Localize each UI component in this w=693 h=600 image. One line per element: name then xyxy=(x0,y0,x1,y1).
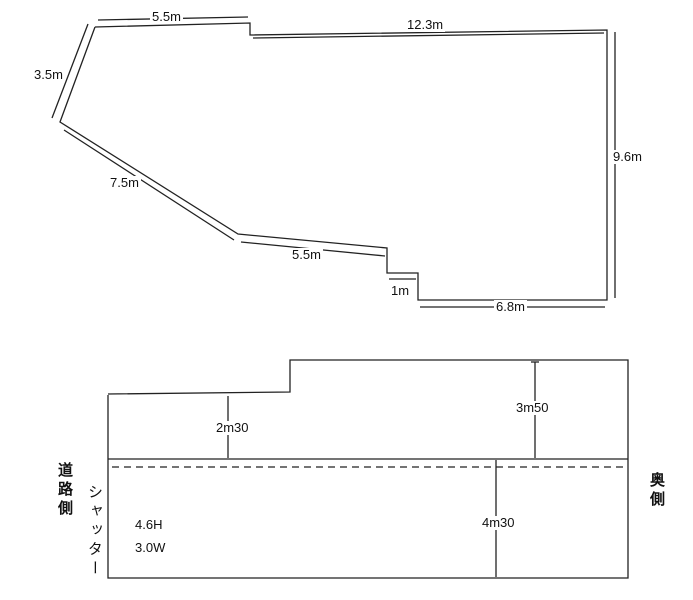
dim-bottom-middle: 5.5m xyxy=(290,247,323,262)
dim-left-short: 3.5m xyxy=(32,67,65,82)
shutter-label: シャッター xyxy=(86,484,103,579)
dim-step: 1m xyxy=(389,283,412,298)
dim-top-right: 12.3m xyxy=(405,17,446,32)
shutter-size-w: 3.0W xyxy=(133,540,168,555)
dim-low-height: 2m30 xyxy=(214,420,251,435)
dim-bottom-right: 6.8m xyxy=(494,299,527,314)
dim-right: 9.6m xyxy=(611,149,644,164)
dim-top-left: 5.5m xyxy=(150,9,183,24)
dim-left-diagonal: 7.5m xyxy=(108,175,141,190)
dim-arrow xyxy=(252,32,605,39)
section-outline xyxy=(107,359,629,579)
back-side-label: 奥側 xyxy=(648,472,665,510)
dim-arrow xyxy=(63,129,235,241)
road-side-label: 道路側 xyxy=(56,462,73,519)
floor-plan-outline xyxy=(59,22,608,301)
dim-arrow xyxy=(51,23,89,119)
dim-shutter-height: 4m30 xyxy=(480,515,517,530)
dim-high-height: 3m50 xyxy=(514,400,551,415)
shutter-size-h: 4.6H xyxy=(133,517,165,532)
